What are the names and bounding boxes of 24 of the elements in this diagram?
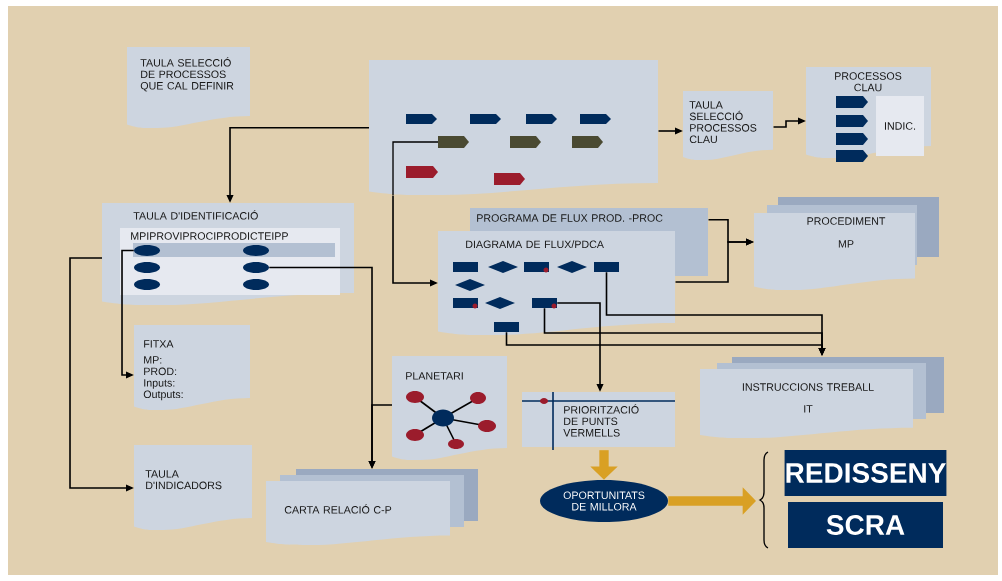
title-box: REDISSENY [784,450,947,496]
document-box: FITXA MP: PROD: Inputs: Outputs: [134,325,250,410]
oval-symbol [243,262,269,273]
document-stack: CARTA RELACIÓ C-P [266,469,478,545]
flow-step-box [594,262,619,272]
document-box: TAULA SELECCIÓ PROCESSOS CLAU [683,91,773,160]
document-stack: INSTRUCCIONS TREBALL IT [700,357,944,438]
title-box: SCRA [788,502,943,548]
table: MPIPROVIPROCIPRODICTEIPP [120,228,340,295]
arrow [121,249,135,379]
document-box: TAULA SELECCIÓ DE PROCESSOS QUE CAL DEFINIR [127,47,250,128]
document-box: TAULA D'INDICADORS [134,445,252,530]
process-map [369,60,658,196]
document-stack: PROCEDIMENT MP [754,197,939,290]
oval-symbol [243,279,269,290]
oval-symbol [134,245,160,256]
flow-step-box [532,298,557,309]
flow-step-box [494,322,519,332]
indicator-box: INDIC. [876,96,924,156]
brace [759,451,769,549]
oval-symbol [134,279,160,290]
oval-symbol [243,245,269,256]
chart-box: PRIORITZACIÓ DE PUNTS VERMELLS [521,391,676,451]
oval-symbol [134,262,160,273]
